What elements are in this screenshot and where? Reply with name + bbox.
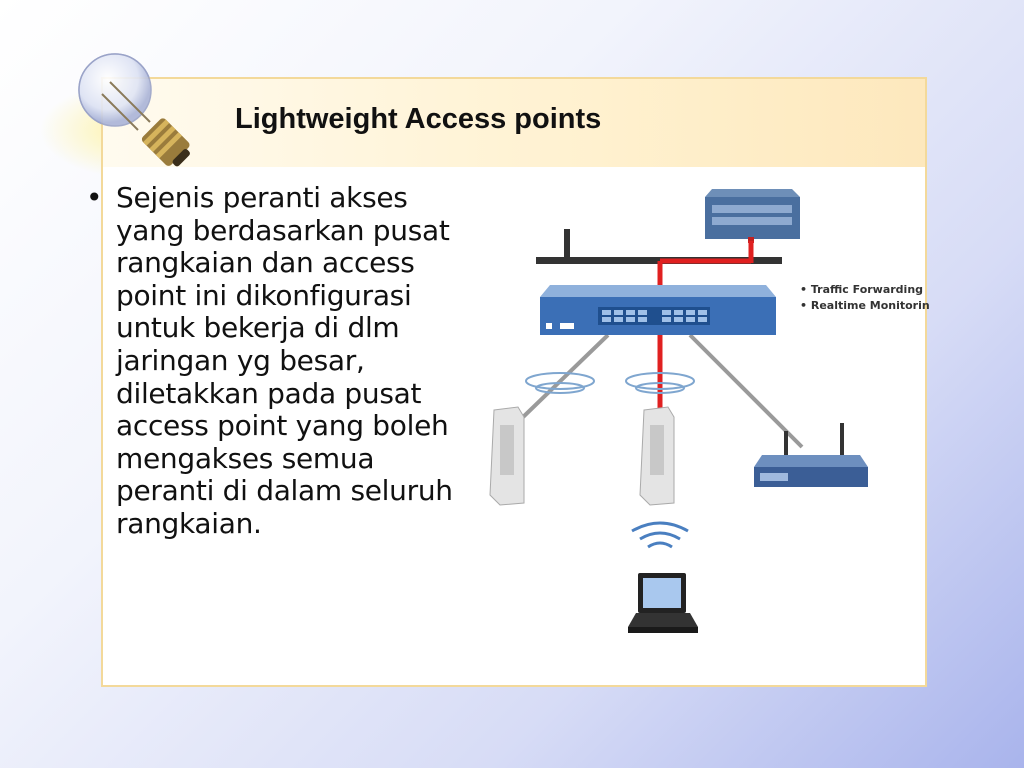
title-bar: Lightweight Access points [103,79,925,167]
access-point-icon [489,406,525,506]
slide-frame: Lightweight Access points [101,77,927,687]
red-link-line [657,241,754,433]
bullet-item: • Sejenis peranti akses yang berdasarkan… [86,181,476,541]
gray-link-lines [518,333,804,449]
laptop-icon [628,573,698,633]
legend-traffic-forwarding: • Traffic Forwarding [800,283,923,296]
bullet-text: Sejenis peranti akses yang berdasarkan p… [116,181,453,540]
backbone-line [536,229,782,264]
access-point-icon [639,406,675,506]
server-icon [705,189,800,243]
light-bulb-overlay-icon [78,53,190,167]
wireless-ring-icon [525,372,695,394]
router-icon [754,423,868,487]
bullet-marker: • [86,181,103,214]
network-diagram: • Traffic Forwarding • Realtime Monitori… [489,189,930,633]
page-title: Lightweight Access points [235,103,602,135]
legend-realtime-monitoring: • Realtime Monitoring [800,299,930,312]
wireless-signal-icon [631,521,689,549]
switch-icon [540,285,776,335]
